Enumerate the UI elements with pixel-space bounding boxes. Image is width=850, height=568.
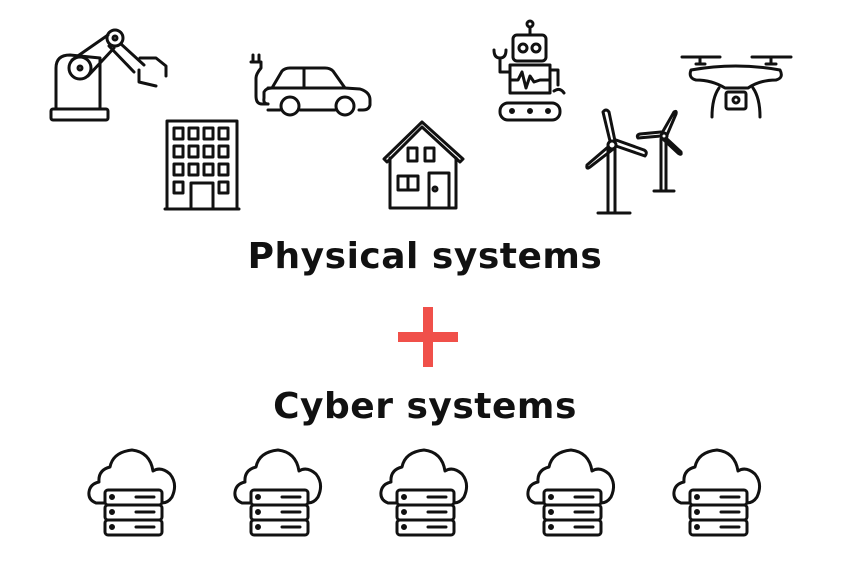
cloud-server-icon xyxy=(379,448,469,537)
drone-icon xyxy=(680,55,793,119)
physical-systems-label: Physical systems xyxy=(247,236,603,277)
cloud-server-icon xyxy=(233,448,323,537)
cyber-systems-label: Cyber systems xyxy=(273,386,577,427)
office-building-icon xyxy=(163,119,241,211)
wind-turbine-icon xyxy=(585,108,683,215)
robot-icon xyxy=(492,19,566,122)
cloud-server-icon xyxy=(672,448,762,537)
robot-arm-icon xyxy=(49,28,168,122)
cloud-server-icon xyxy=(526,448,616,537)
cloud-server-icon xyxy=(87,448,177,537)
electric-car-icon xyxy=(249,53,372,117)
plus-icon xyxy=(398,307,458,367)
house-icon xyxy=(382,120,465,210)
